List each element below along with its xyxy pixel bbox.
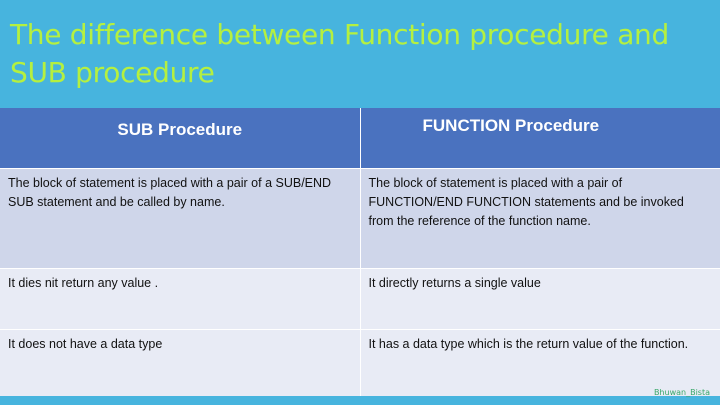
- bottom-strip: [0, 397, 720, 405]
- table-header-row: SUB Procedure FUNCTION Procedure: [0, 108, 720, 169]
- table-cell: It dies nit return any value .: [0, 267, 361, 330]
- table-cell: It does not have a data type: [0, 328, 361, 396]
- watermark: Bhuwan_Bista: [653, 388, 710, 397]
- table-cell: The block of statement is placed with a …: [0, 168, 361, 269]
- header-sub-procedure: SUB Procedure: [0, 108, 361, 169]
- header-function-procedure: FUNCTION Procedure: [360, 108, 720, 169]
- comparison-table: SUB Procedure FUNCTION Procedure The blo…: [0, 108, 720, 396]
- table-cell: It has a data type which is the return v…: [360, 328, 720, 396]
- header-label: FUNCTION Procedure: [422, 116, 600, 135]
- table-cell: It directly returns a single value: [360, 267, 720, 330]
- table-row: It does not have a data type It has a da…: [0, 328, 720, 396]
- header-label: SUB Procedure: [117, 120, 243, 139]
- table-row: It dies nit return any value . It direct…: [0, 267, 720, 330]
- table-cell: The block of statement is placed with a …: [360, 168, 720, 269]
- slide-title: The difference between Function procedur…: [10, 18, 669, 89]
- table-row: The block of statement is placed with a …: [0, 168, 720, 269]
